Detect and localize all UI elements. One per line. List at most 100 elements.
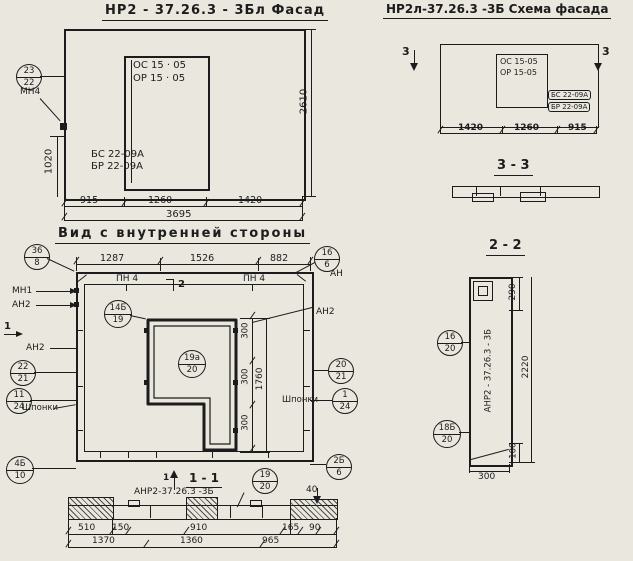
key-tick <box>100 451 102 458</box>
anchor-mark <box>233 428 238 433</box>
inner-panel-face-line <box>84 284 304 452</box>
cut-arrow-icon <box>16 331 23 337</box>
ext-line <box>509 464 511 473</box>
anchor-mark <box>144 328 149 333</box>
cut-label-3-left: 3 <box>402 45 410 58</box>
ext-line <box>302 29 316 31</box>
leader-arrow-icon <box>70 288 77 294</box>
ext-line <box>509 443 523 445</box>
frame-cross-section <box>473 281 493 301</box>
section-1-1-center-block <box>186 497 218 520</box>
dim-line <box>519 277 521 311</box>
dim-label: 1360 <box>180 536 203 546</box>
callout-top: 22 <box>11 362 35 374</box>
dim-label-300: 300 <box>240 368 251 385</box>
inner-view-title: Вид с внутренней стороны <box>55 226 311 245</box>
dim-label-2220: 2220 <box>521 355 532 379</box>
profile-tab <box>250 500 262 507</box>
profile-tab <box>472 193 494 202</box>
ext-line <box>68 518 70 548</box>
callout-bottom-right: 2Б 6 <box>326 454 352 480</box>
cut-label-2: 2 <box>178 279 185 290</box>
leader-line <box>36 291 72 293</box>
leader-line <box>34 372 76 374</box>
anchor-mark <box>60 123 67 130</box>
section-3-3-title: 3 - 3 <box>494 158 533 177</box>
leader-line <box>40 76 64 78</box>
dim-label: 1526 <box>190 253 215 264</box>
callout-bottom: 6 <box>324 260 330 270</box>
section-1-1-mark: АНР2-37.26.3 -3Б <box>134 487 214 497</box>
facade-opening-outline <box>124 56 210 191</box>
callout-bottom: 22 <box>23 78 35 88</box>
leader-line <box>50 348 76 350</box>
facade-panel-mark-br: БР 22-09А <box>91 161 143 172</box>
profile-joint <box>540 186 542 196</box>
cut-mark <box>414 50 416 64</box>
ext-line <box>112 518 114 535</box>
dim-label-height: 2610 <box>298 88 310 115</box>
callout-bottom: 8 <box>34 258 40 268</box>
dim-label: 1260 <box>514 123 540 133</box>
profile-tab <box>128 500 140 507</box>
cut-label-1: 1 <box>4 321 11 332</box>
pn4-label-right: ПН 4 <box>243 274 266 284</box>
dim-label: 510 <box>78 523 96 533</box>
key-tick <box>303 330 310 332</box>
dim-line <box>440 133 597 135</box>
dim-line <box>266 318 268 452</box>
callout-top: 16 <box>315 248 339 260</box>
cut-mark <box>166 279 174 281</box>
cut-mark <box>174 477 176 490</box>
callout-bottom: 24 <box>13 402 25 412</box>
dim-label: 882 <box>270 253 289 264</box>
facade-title: НР2 - 37.26.3 - 3Бл Фасад <box>102 3 329 22</box>
callout-1-24: 1 24 <box>332 388 358 414</box>
section-3-3-profile <box>452 186 600 198</box>
dim-label-100: 100 <box>508 442 519 459</box>
panel-mark-vertical: АНР2 - 37.26.3 - 3Б <box>483 328 494 413</box>
key-tick <box>268 451 270 458</box>
leader-line <box>126 285 128 291</box>
leader-line <box>46 258 75 272</box>
section-2-2-panel <box>469 277 513 467</box>
dim-label: 915 <box>80 195 99 206</box>
anchor-mark <box>144 380 149 385</box>
an2-label-right: АН2 <box>316 307 335 317</box>
callout-bottom: 21 <box>17 374 29 384</box>
ext-line <box>469 464 471 473</box>
key-tick <box>212 451 214 458</box>
dim-line <box>68 534 336 536</box>
leader-line <box>310 400 332 402</box>
callout-18b-20: 18Б 20 <box>433 420 461 448</box>
dim-line <box>531 277 533 463</box>
ext-line <box>64 197 66 221</box>
callout-top: 1 <box>333 390 357 402</box>
dim-label: 165 <box>282 523 300 533</box>
facade-opening-inner-line <box>131 60 133 183</box>
callout-20-21: 20 21 <box>328 358 354 384</box>
mn1-label: МН1 <box>12 286 33 296</box>
ext-line <box>302 197 304 221</box>
dim-label: 1370 <box>92 536 115 546</box>
leader-line <box>252 285 254 291</box>
scheme-tag-br: БР 22-09А <box>548 102 591 112</box>
key-tick <box>76 430 83 432</box>
key-tick <box>303 386 310 388</box>
dim-label-300: 300 <box>240 414 251 431</box>
profile-joint <box>500 186 502 196</box>
key-tick <box>76 386 83 388</box>
scheme-opening-mark-or: ОР 15-05 <box>500 68 537 77</box>
dim-label-total: 3695 <box>166 209 192 220</box>
callout-bottom: 20 <box>186 365 198 375</box>
dim-label-300: 300 <box>240 322 251 339</box>
ext-line <box>50 136 64 138</box>
dim-label-1760: 1760 <box>255 367 266 391</box>
dim-label: 915 <box>568 123 587 133</box>
callout-bottom: 20 <box>441 435 453 445</box>
cut-mark <box>4 334 18 336</box>
an2-label-b: АН2 <box>26 343 45 353</box>
leader-line <box>39 98 61 122</box>
callout-top-right: 16 6 <box>314 246 340 272</box>
key-tick <box>156 451 158 458</box>
